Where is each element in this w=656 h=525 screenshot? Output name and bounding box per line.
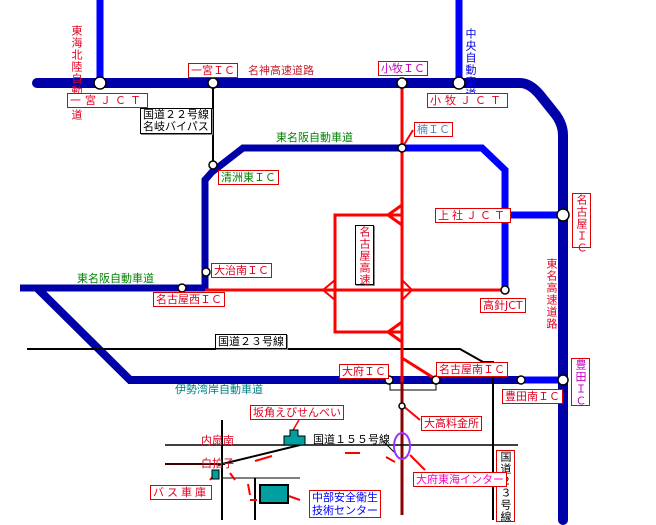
road-label-nagoya-kosoku: 名古屋高速 xyxy=(355,225,374,286)
road-label-chuo: 中央自動車道 xyxy=(464,28,477,100)
route22-line1: 国道２２号線 xyxy=(143,108,209,121)
node-nagoya-ic xyxy=(556,208,570,222)
ic-label-oharu-minami-ic: 大治南ＩＣ xyxy=(211,263,272,278)
node-nagoya-minami-ic xyxy=(431,375,441,385)
arrow-mark xyxy=(385,203,403,227)
node-kiyosu-higashi-ic xyxy=(208,160,218,170)
place-label-shirabyoshi: 白拍子 xyxy=(201,457,234,470)
road-label-higashi-meihan-top: 東名阪自動車道 xyxy=(276,131,353,144)
road-meishin-tomei xyxy=(32,78,568,525)
road-nagoya-kosoku-loop xyxy=(333,213,402,334)
obu-tokai-highlight xyxy=(393,432,411,460)
ic-label-komaki-jct: 小牧ＪＣＴ xyxy=(427,93,508,108)
road-label-isewangan: 伊勢湾岸自動車道 xyxy=(175,383,263,396)
ic-label-kiyosu-higashi-ic: 清洲東ＩＣ xyxy=(218,170,279,185)
node-nagoya-nishi-ic xyxy=(177,283,187,293)
ic-label-takabari-jct: 高針JCT xyxy=(480,298,526,313)
center-line1: 中部安全衛生 xyxy=(312,491,378,504)
road-label-higashi-meihan-left: 東名阪自動車道 xyxy=(77,272,154,285)
ic-label-otaka-tollgate: 大高料金所 xyxy=(421,416,482,431)
node-kusunoki-ic xyxy=(397,143,407,153)
arrow-mark xyxy=(401,279,414,301)
road-route155-diag xyxy=(217,444,301,466)
road-nagoya-kosoku-diag xyxy=(401,356,438,382)
node-toyota-ic xyxy=(557,374,569,386)
ic-label-nagoya-minami-ic: 名古屋南ＩＣ xyxy=(436,362,508,377)
bus-depot-icon xyxy=(211,469,220,480)
node-ichinomiya-jct xyxy=(93,76,107,90)
place-label-uchinomori-minami: 内扇南 xyxy=(201,434,234,447)
center-building-icon xyxy=(259,484,289,504)
node-oharu-minami-ic xyxy=(201,267,211,277)
node-komaki-ic xyxy=(396,77,408,89)
road-higashi-meihan-upper xyxy=(400,144,509,290)
route22-line2: 名岐バイパス xyxy=(143,120,209,133)
node-ichinomiya-ic xyxy=(207,77,219,89)
direction-arrows xyxy=(209,452,396,501)
road-label-route155: 国道１５５号線 xyxy=(313,433,390,446)
ic-label-obu-ic: 大府ＩＣ xyxy=(339,364,389,379)
ic-label-kamiyashiro-jct: 上社ＪＣＴ xyxy=(435,208,511,223)
ic-label-toyota-minami-ic: 豊田南ＩＣ xyxy=(502,389,563,404)
node-toyota-minami-ic xyxy=(516,375,526,385)
node-komaki-jct xyxy=(452,76,466,90)
node-takabari-jct xyxy=(500,285,510,295)
ic-label-kusunoki-ic: 楠ＩＣ xyxy=(414,122,453,137)
leader-obu-tokai xyxy=(409,454,426,471)
arrow-mark xyxy=(385,320,403,344)
ic-label-ichinomiya-ic: 一宮ＩＣ xyxy=(188,63,238,78)
ic-label-komaki-ic: 小牧ＩＣ xyxy=(378,61,428,76)
road-label-route22: 国道２２号線 名岐バイパス xyxy=(140,108,212,134)
ebisenbei-shop-icon xyxy=(283,429,306,446)
road-obu-connector xyxy=(389,380,437,391)
place-label-center: 中部安全衛生 技術センター xyxy=(309,490,381,518)
road-label-tomei: 東名高速道路 xyxy=(545,258,558,330)
road-label-meishin: 名神高速道路 xyxy=(248,64,314,77)
node-otaka-tollgate xyxy=(398,402,406,410)
ic-label-toyota-ic: 豊田ＩＣ xyxy=(571,358,590,407)
junction-nodes xyxy=(93,76,570,410)
ic-label-nagoya-nishi-ic: 名古屋西ＩＣ xyxy=(153,292,225,307)
ic-label-ichinomiya-jct: 一宮ＪＣＴ xyxy=(67,93,148,108)
road-higashi-meihan-dark xyxy=(20,144,400,292)
road-label-tokai-hokuriku: 東海北陸自動車道 xyxy=(70,25,83,121)
arrow-mark xyxy=(321,279,336,301)
road-label-route23: 国道２３号線 xyxy=(215,334,287,349)
ic-label-nagoya-ic: 名古屋ＩＣ xyxy=(572,193,591,254)
place-label-ebisenbei: 坂角えびせんべい xyxy=(250,405,344,420)
center-line2: 技術センター xyxy=(312,504,378,517)
ic-label-obu-tokai-inter: 大府東海インター xyxy=(413,472,507,487)
place-label-bus-depot: バス車庫 xyxy=(150,485,212,500)
